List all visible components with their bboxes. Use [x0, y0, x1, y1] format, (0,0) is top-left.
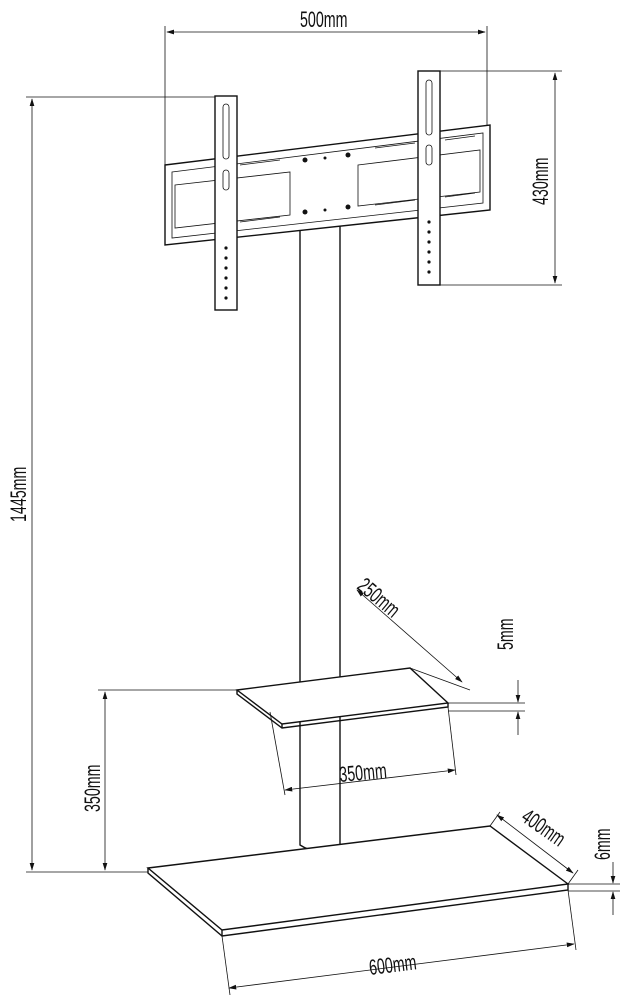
left-bracket [214, 95, 238, 311]
right-bracket [417, 70, 441, 286]
label-6mm: 6mm [590, 828, 615, 860]
label-shelf-width-350mm: 350mm [338, 758, 387, 787]
label-500mm: 500mm [300, 7, 347, 32]
dim-430 [440, 70, 562, 286]
dim-shelf-height [98, 689, 237, 871]
mount-plate [164, 124, 491, 246]
label-430mm: 430mm [528, 158, 553, 205]
dim-600 [221, 889, 577, 996]
dim-500 [164, 26, 488, 165]
glass-shelf [235, 667, 450, 729]
label-1445mm: 1445mm [6, 467, 31, 522]
dim-shelf-width [269, 706, 457, 796]
label-shelf-height-350mm: 350mm [80, 765, 105, 812]
dim-5 [448, 680, 525, 735]
label-5mm: 5mm [493, 618, 518, 650]
label-600mm: 600mm [368, 949, 418, 979]
dim-6 [568, 862, 620, 915]
label-400mm: 400mm [517, 804, 570, 852]
base-plate [146, 825, 570, 937]
dim-1445 [26, 96, 215, 873]
dim-400 [489, 811, 579, 885]
pole [299, 224, 341, 853]
label-250mm: 250mm [353, 573, 405, 623]
dim-250 [356, 589, 471, 691]
